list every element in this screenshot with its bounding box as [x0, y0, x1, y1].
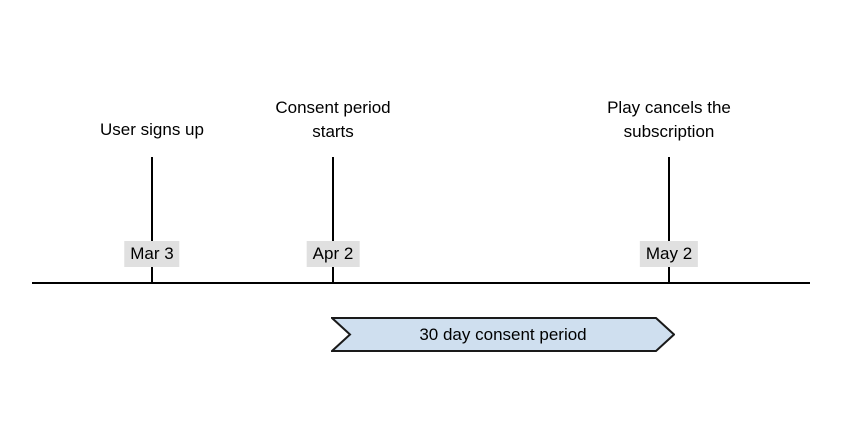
chevron-banner-shape: [331, 317, 675, 352]
marker-stem-2: [332, 157, 334, 283]
marker-date-3: May 2: [639, 241, 699, 267]
consent-period-banner[interactable]: 30 day consent period: [331, 317, 675, 352]
marker-caption-3: Play cancels the subscription: [607, 98, 731, 141]
marker-stem-3: [668, 157, 670, 283]
marker-caption-2: Consent period starts: [275, 98, 391, 141]
consent-period-banner-label: 30 day consent period: [419, 324, 587, 344]
marker-caption-1: User signs up: [100, 120, 204, 139]
marker-date-2: Apr 2: [306, 241, 360, 267]
marker-stem-1: [151, 157, 153, 283]
marker-date-1: Mar 3: [124, 241, 180, 267]
chevron-polygon: [331, 317, 675, 352]
timeline-axis: [32, 282, 810, 284]
